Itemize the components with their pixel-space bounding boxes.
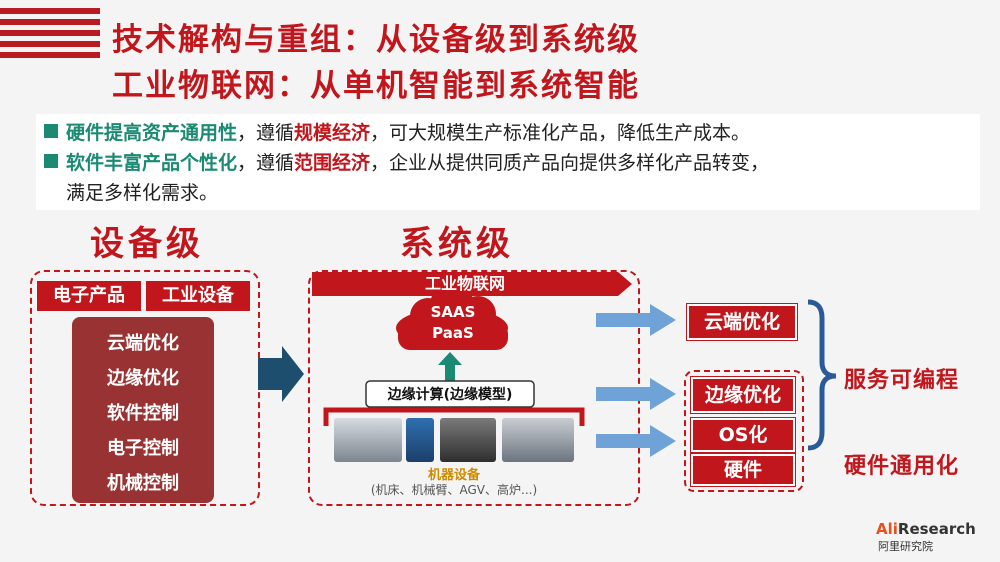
cnc-machine-icon [334, 418, 402, 462]
bullet-box: 硬件提高资产通用性，遵循规模经济，可大规模生产标准化产品，降低生产成本。 软件丰… [36, 114, 980, 210]
aliresearch-logo: AliResearch [876, 520, 976, 538]
robot-arm-icon [406, 418, 434, 462]
tab-industrial-equipment: 工业设备 [146, 281, 250, 311]
service-programmable: 服务可编程 [844, 368, 960, 393]
right-brace [807, 299, 837, 451]
right-box-edge-opt: 边缘优化 [691, 377, 795, 413]
tab-electronic-products: 电子产品 [37, 281, 141, 311]
main-transition-arrow [258, 346, 304, 402]
right-box-cloud-opt: 云端优化 [687, 304, 797, 340]
bullet-1-econ: 规模经济 [294, 122, 371, 144]
right-lower-panel [684, 370, 804, 492]
logo-subtitle: 阿里研究院 [878, 540, 933, 553]
logo-brand-b: Research [897, 520, 976, 538]
stack-item-mechanical-ctrl: 机械控制 [107, 473, 179, 494]
cloud-paas-label: PaaS [432, 324, 474, 342]
bullet-square-icon [44, 154, 58, 168]
logo-brand-a: Ali [876, 520, 898, 538]
device-stack: 云端优化 边缘优化 软件控制 电子控制 机械控制 [72, 317, 214, 503]
system-level-heading: 系统级 [400, 224, 514, 264]
bullet-2-continuation: 满足多样化需求。 [66, 182, 219, 204]
hardware-generalization: 硬件通用化 [844, 454, 960, 479]
iot-banner [312, 272, 632, 296]
stack-item-cloud-opt: 云端优化 [107, 333, 179, 354]
right-box-hardware: 硬件 [691, 454, 795, 486]
agv-icon [440, 418, 496, 462]
cloud-icon [396, 283, 508, 350]
device-level-heading: 设备级 [90, 224, 204, 264]
bullet-2-highlight: 软件丰富产品个性化 [66, 152, 238, 174]
stack-item-electronic-ctrl: 电子控制 [107, 438, 179, 459]
arrow-to-cloud-opt [596, 304, 676, 336]
bullet-1-rest: ，可大规模生产标准化产品，降低生产成本。 [370, 122, 751, 144]
up-arrow-green [438, 352, 462, 381]
machines-bracket [323, 407, 585, 426]
stack-item-edge-opt: 边缘优化 [107, 368, 179, 389]
machines-sublabel: (机床、机械臂、AGV、高炉...) [370, 483, 538, 497]
title-line-1: 技术解构与重组：从设备级到系统级 [112, 22, 640, 58]
edge-compute-box [365, 380, 535, 408]
stack-item-software-ctrl: 软件控制 [107, 403, 179, 424]
right-box-os: OS化 [691, 418, 795, 452]
bullet-2: 软件丰富产品个性化，遵循范围经济，企业从提供同质产品向提供多样化产品转变， [44, 148, 769, 175]
blast-furnace-icon [502, 418, 574, 462]
header-stripes [0, 8, 100, 64]
bullet-1: 硬件提高资产通用性，遵循规模经济，可大规模生产标准化产品，降低生产成本。 [44, 118, 750, 145]
bullet-1-mid: ，遵循 [237, 122, 295, 144]
bullet-2-mid: ，遵循 [237, 152, 295, 174]
edge-compute-label: 边缘计算(边缘模型) [387, 387, 513, 403]
bullet-2-rest: ，企业从提供同质产品向提供多样化产品转变， [370, 152, 770, 174]
arrow-to-edge-opt [596, 378, 676, 410]
bullet-2-econ: 范围经济 [294, 152, 371, 174]
title-line-2: 工业物联网：从单机智能到系统智能 [112, 68, 640, 104]
cloud-saas-label: SAAS [430, 303, 476, 321]
machines-label: 机器设备 [427, 468, 480, 483]
iot-banner-label: 工业物联网 [424, 274, 505, 293]
arrow-to-os [596, 425, 676, 457]
bullet-square-icon [44, 124, 58, 138]
bullet-1-highlight: 硬件提高资产通用性 [66, 122, 238, 144]
